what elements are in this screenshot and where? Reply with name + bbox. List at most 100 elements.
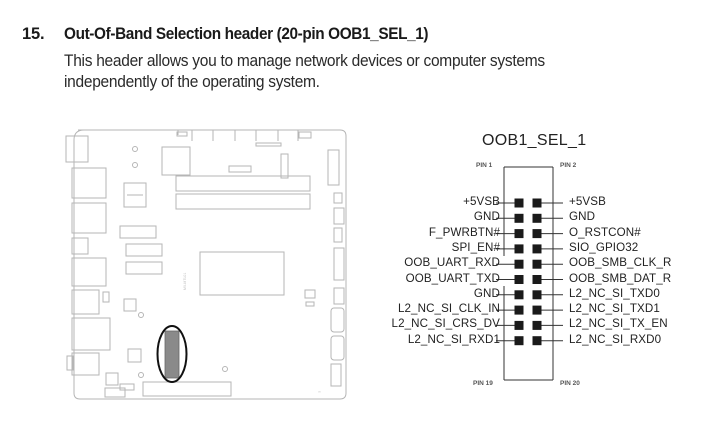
sim-slot	[123, 182, 147, 208]
pin-even	[532, 229, 542, 239]
pin-label-left: L2_NC_SI_CLK_IN	[397, 302, 500, 316]
connector	[255, 142, 282, 147]
highlight-ring	[156, 325, 188, 383]
chip	[127, 348, 142, 363]
io-port	[71, 317, 111, 351]
io-port	[71, 289, 100, 315]
pin-label-left: OOB_UART_TXD	[405, 271, 500, 285]
header	[333, 247, 345, 281]
io-port	[71, 257, 107, 287]
connector	[176, 131, 188, 137]
m2-slot	[125, 261, 163, 275]
pin-odd	[514, 244, 524, 254]
section-title: Out-Of-Band Selection header (20-pin OOB…	[64, 25, 429, 43]
pin-label-right: O_RSTCON#	[569, 225, 641, 239]
section-number: 15.	[22, 25, 45, 43]
chip	[305, 301, 315, 307]
pin-label-left: F_PWRBTN#	[428, 225, 500, 239]
board-outline	[73, 129, 347, 400]
chip	[105, 372, 119, 386]
pin-label-right: SIO_GPIO32	[569, 240, 639, 254]
header	[333, 207, 345, 225]
mount-hole	[132, 162, 138, 168]
mount-hole	[138, 312, 144, 318]
pcie-slot	[142, 381, 232, 397]
pin-label-right: GND	[569, 210, 596, 224]
m2-slot	[125, 243, 163, 257]
pin19-label: PIN 19	[473, 380, 493, 387]
pin-even	[532, 259, 542, 269]
header	[333, 192, 343, 204]
dimm-slot	[175, 175, 311, 192]
oob-header-highlight	[164, 330, 180, 379]
connector	[298, 131, 312, 139]
pin20-label: PIN 20	[560, 380, 580, 387]
dimm-slot	[175, 193, 311, 210]
pin-even	[532, 275, 542, 284]
connector-title: OOB1_SEL_1	[482, 132, 587, 149]
pin-label-left: OOB_UART_RXD	[404, 256, 500, 270]
io-port	[71, 352, 100, 376]
header	[333, 287, 345, 305]
pin-label-left: GND	[473, 286, 500, 300]
chip	[161, 146, 191, 176]
pin-odd	[514, 336, 524, 346]
io-port	[65, 135, 89, 163]
pin-label-right: L2_NC_SI_TXD1	[569, 302, 660, 316]
connector	[119, 383, 135, 391]
pin-even	[532, 290, 542, 300]
pin-odd	[514, 275, 524, 284]
pin-label-left: +5VSB	[463, 195, 500, 208]
io-port	[66, 355, 74, 371]
io-port	[71, 202, 107, 234]
mount-hole	[222, 366, 228, 372]
pin-label-right: L2_NC_SI_TXD0	[569, 286, 660, 300]
io-port	[71, 237, 89, 255]
pin-odd	[514, 259, 524, 269]
chip	[304, 289, 316, 299]
mount-hole	[138, 372, 144, 378]
header	[327, 149, 340, 186]
connector	[280, 153, 289, 179]
description-line: This header allows you to manage network…	[64, 52, 545, 70]
pin-odd	[514, 290, 524, 300]
pin-label-right: OOB_SMB_DAT_R	[569, 271, 672, 285]
mount-hole	[132, 146, 138, 152]
connector	[228, 165, 252, 173]
pin-even	[532, 213, 542, 223]
pin-even	[532, 305, 542, 315]
pin-label-left: SPI_EN#	[451, 240, 500, 254]
pin-label-left: L2_NC_SI_RXD1	[407, 332, 500, 346]
io-port	[71, 167, 107, 199]
pin-even	[532, 320, 542, 330]
section-description: This header allows you to manage network…	[64, 51, 545, 93]
pin-label-right: +5VSB	[569, 195, 606, 208]
pin-even	[532, 336, 542, 346]
header	[333, 227, 343, 243]
pin-odd	[514, 320, 524, 330]
header	[330, 363, 342, 387]
board-model-text: MX-MTL01	[183, 273, 187, 290]
svg-text:▫▫: ▫▫	[318, 389, 321, 394]
pin-label-left: L2_NC_SI_CRS_DV	[391, 317, 500, 331]
soc-chip	[199, 251, 285, 296]
pin-label-right: L2_NC_SI_RXD0	[569, 332, 662, 346]
connector	[104, 387, 126, 398]
pin-odd	[514, 213, 524, 223]
pin-label-right: OOB_SMB_CLK_R	[569, 256, 672, 270]
pin-odd	[514, 229, 524, 239]
pin-odd	[514, 198, 524, 208]
sata-port	[330, 307, 345, 333]
m2-slot	[119, 225, 157, 239]
pin-odd	[514, 305, 524, 315]
connector	[102, 291, 110, 303]
pin-even	[532, 244, 542, 254]
pin-even	[532, 198, 542, 208]
pin-label-right: L2_NC_SI_TX_EN	[569, 317, 668, 331]
description-line: independently of the operating system.	[64, 73, 320, 91]
chip	[123, 298, 137, 312]
pin1-label: PIN 1	[476, 162, 493, 169]
sata-port	[330, 335, 345, 361]
